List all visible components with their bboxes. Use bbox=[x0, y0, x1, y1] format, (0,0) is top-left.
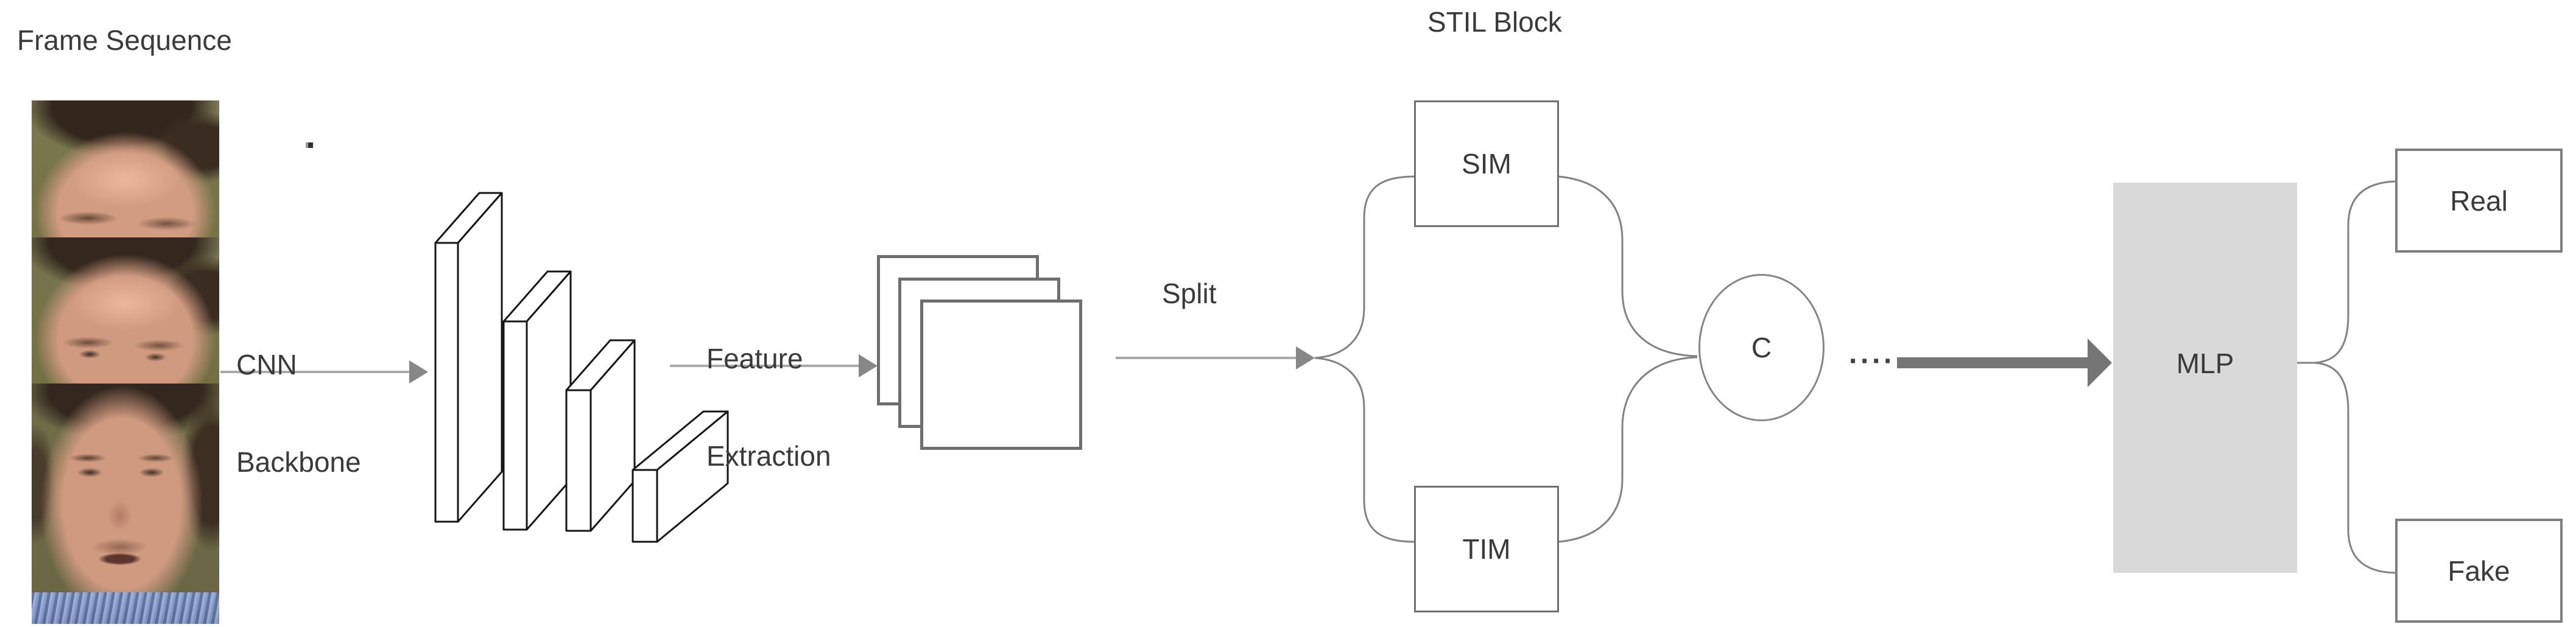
feature-extraction-arrow bbox=[670, 354, 878, 377]
frame-sequence-label: Frame Sequence bbox=[17, 24, 232, 56]
ellipsis-dots: ···· bbox=[1849, 345, 1895, 377]
tim-box: TIM bbox=[1414, 486, 1559, 612]
sim-label: SIM bbox=[1462, 148, 1511, 180]
mlp-label: MLP bbox=[2176, 347, 2234, 379]
real-label: Real bbox=[2450, 184, 2508, 217]
face-frame-2 bbox=[32, 237, 219, 384]
cnn-backbone-label: CNN Backbone bbox=[236, 284, 361, 544]
fake-box: Fake bbox=[2395, 519, 2563, 623]
concat-label: C bbox=[1751, 332, 1772, 363]
concat-circle: C bbox=[1698, 274, 1825, 421]
feature-extraction-line1: Feature bbox=[706, 342, 803, 374]
stil-block-title: STIL Block bbox=[1427, 6, 1562, 38]
feature-map-sheet-front bbox=[920, 299, 1082, 450]
mlp-box: MLP bbox=[2113, 183, 2297, 573]
split-arrow bbox=[1116, 346, 1315, 370]
tim-label: TIM bbox=[1462, 533, 1511, 565]
cnn-backbone-line1: CNN bbox=[236, 348, 297, 380]
stray-dot bbox=[308, 142, 313, 148]
fake-label: Fake bbox=[2448, 555, 2510, 587]
feature-extraction-line2: Extraction bbox=[706, 440, 831, 472]
feature-extraction-label: Feature Extraction bbox=[706, 278, 831, 538]
cnn-feature-slabs bbox=[434, 192, 729, 543]
split-branch-curves bbox=[1314, 175, 1415, 543]
cnn-backbone-arrow bbox=[220, 360, 428, 384]
merge-curves bbox=[1558, 175, 1698, 543]
frame-sequence-stack bbox=[32, 100, 219, 624]
output-branch-curves bbox=[2297, 180, 2396, 574]
thick-arrow bbox=[1897, 338, 2112, 387]
shirt-collar bbox=[32, 592, 219, 624]
face-frame-3 bbox=[32, 384, 219, 624]
split-label: Split bbox=[1162, 278, 1217, 309]
sim-box: SIM bbox=[1414, 100, 1559, 227]
face-frame-1 bbox=[32, 100, 219, 237]
cnn-backbone-line2: Backbone bbox=[236, 446, 361, 478]
real-box: Real bbox=[2395, 149, 2563, 253]
